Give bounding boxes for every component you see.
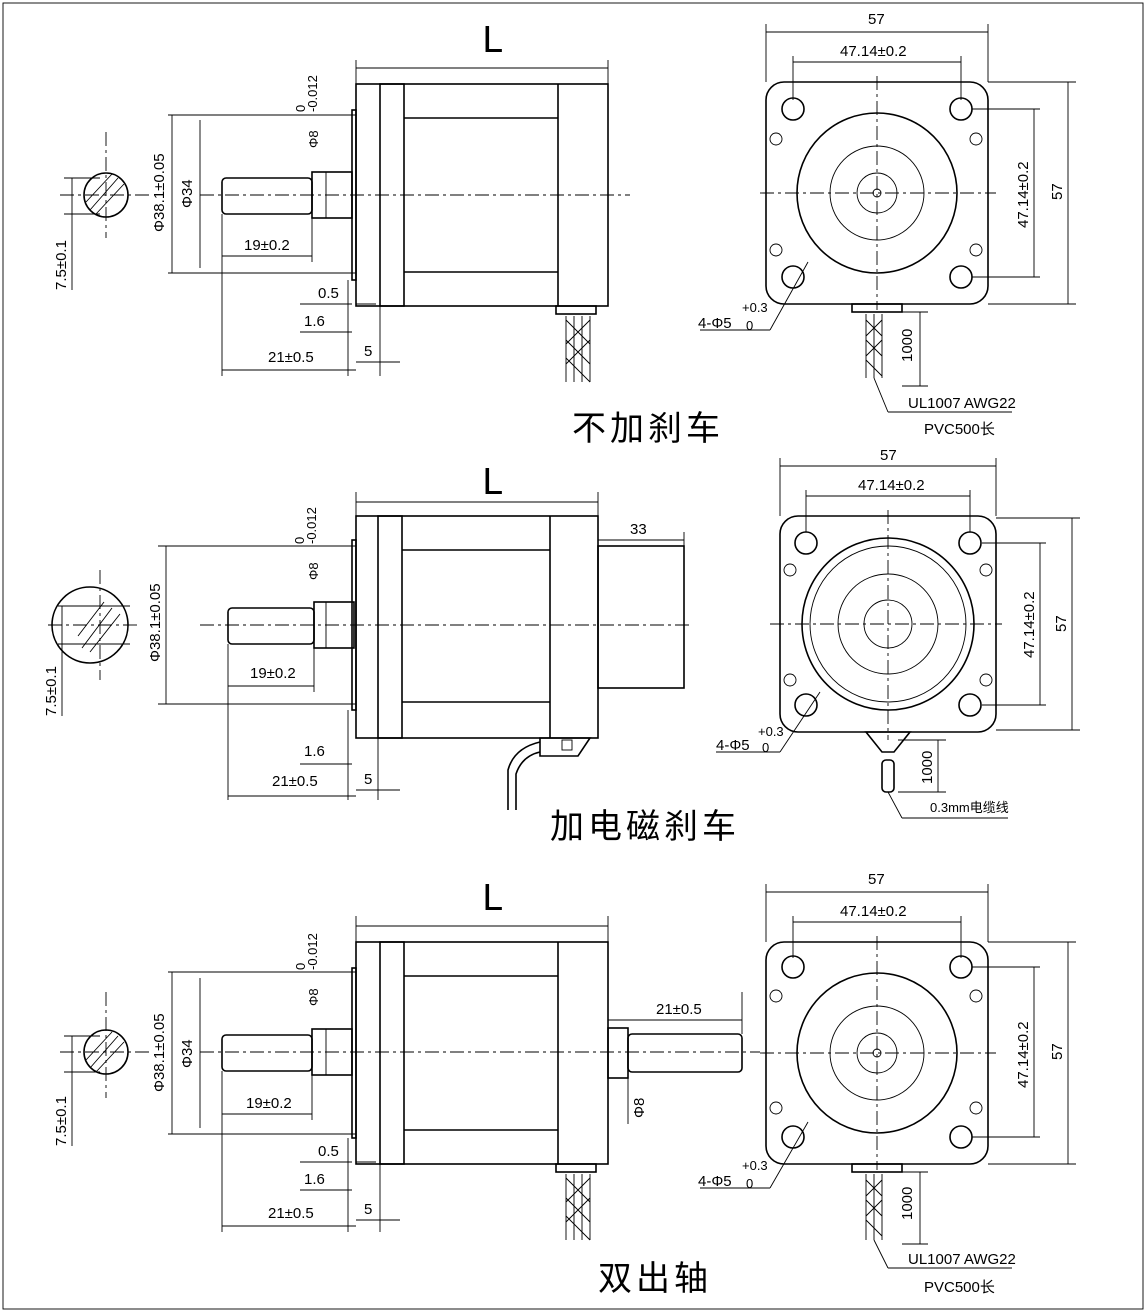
shaft-1 xyxy=(221,177,313,215)
dim-L-1: L xyxy=(482,20,502,61)
wire-len-1: PVC500长 xyxy=(924,421,995,438)
dim-1000-3: 1000 xyxy=(899,1187,916,1220)
wire-spec-1: UL1007 AWG22 xyxy=(908,395,1016,412)
dim-57-top-2: 57 xyxy=(880,447,897,464)
svg-text:-0.012: -0.012 xyxy=(304,507,319,544)
dim-47-side-2: 47.14±0.2 xyxy=(1021,591,1038,658)
dim-57-side-3: 57 xyxy=(1049,1043,1066,1060)
dim-8-rear: Φ8 xyxy=(631,1098,648,1118)
svg-text:+0.3: +0.3 xyxy=(758,724,784,739)
dim-1.6-3: 1.6 xyxy=(304,1171,325,1188)
section-brake: 7.5±0.1 Φ38.1±0.05 Φ8 0 -0.012 L 33 1 xyxy=(43,447,1080,847)
hole-label-2: 4-Φ5 xyxy=(716,737,750,754)
dim-7.5-1: 7.5±0.1 xyxy=(53,240,70,290)
dim-8-2: Φ8 xyxy=(306,562,321,580)
svg-text:0: 0 xyxy=(746,318,753,333)
dim-21-2: 21±0.5 xyxy=(272,773,318,790)
dim-38.1-1: Φ38.1±0.05 xyxy=(151,153,168,232)
dim-5-3: 5 xyxy=(364,1201,372,1218)
rear-shaft xyxy=(627,1033,743,1073)
svg-text:0: 0 xyxy=(292,537,307,544)
title-no-brake: 不加刹车 xyxy=(572,409,724,449)
dim-33: 33 xyxy=(630,521,647,538)
brake-unit xyxy=(597,545,685,689)
shaft-3 xyxy=(221,1034,313,1072)
dim-1.6-1: 1.6 xyxy=(304,313,325,330)
dim-47-top-3: 47.14±0.2 xyxy=(840,903,907,920)
dim-1.6-2: 1.6 xyxy=(304,743,325,760)
cable-label: 0.3mm电缆线 xyxy=(930,800,1009,815)
dim-1000-1: 1000 xyxy=(899,329,916,362)
section-dual-shaft: 7.5±0.1 Φ38.1±0.05 Φ34 Φ8 0 -0.012 L 21±… xyxy=(53,871,1076,1299)
dim-21-3: 21±0.5 xyxy=(268,1205,314,1222)
shaft-2 xyxy=(227,607,315,645)
dim-57-top-1: 57 xyxy=(868,11,885,28)
dim-19-2: 19±0.2 xyxy=(250,665,296,682)
svg-text:-0.012: -0.012 xyxy=(305,75,320,112)
wire-len-3: PVC500长 xyxy=(924,1279,995,1296)
svg-text:0: 0 xyxy=(746,1176,753,1191)
title-dual: 双出轴 xyxy=(598,1259,712,1299)
dim-21-1: 21±0.5 xyxy=(268,349,314,366)
svg-text:+0.3: +0.3 xyxy=(742,300,768,315)
dim-34-1: Φ34 xyxy=(179,179,196,208)
dim-47-side-1: 47.14±0.2 xyxy=(1015,161,1032,228)
dim-8-3: Φ8 xyxy=(306,988,321,1006)
dim-47-top-1: 47.14±0.2 xyxy=(840,43,907,60)
hole-label-1: 4-Φ5 xyxy=(698,315,732,332)
svg-text:0: 0 xyxy=(293,105,308,112)
title-brake: 加电磁刹车 xyxy=(550,807,740,847)
dim-1000-2: 1000 xyxy=(919,751,936,784)
dim-47-top-2: 47.14±0.2 xyxy=(858,477,925,494)
dim-L-3: L xyxy=(482,878,502,919)
dim-0.5-1: 0.5 xyxy=(318,285,339,302)
svg-text:-0.012: -0.012 xyxy=(305,933,320,970)
section-no-brake: 7.5±0.1 Φ38.1±0.05 Φ34 Φ8 0 -0.012 L xyxy=(53,11,1076,449)
svg-text:0: 0 xyxy=(762,740,769,755)
svg-text:+0.3: +0.3 xyxy=(742,1158,768,1173)
dim-7.5-3: 7.5±0.1 xyxy=(53,1096,70,1146)
dim-57-top-3: 57 xyxy=(868,871,885,888)
dim-19-1: 19±0.2 xyxy=(244,237,290,254)
dim-19-3: 19±0.2 xyxy=(246,1095,292,1112)
dim-7.5-2: 7.5±0.1 xyxy=(43,666,60,716)
dim-5-1: 5 xyxy=(364,343,372,360)
wire-spec-3: UL1007 AWG22 xyxy=(908,1251,1016,1268)
dim-5-2: 5 xyxy=(364,771,372,788)
dim-34-3: Φ34 xyxy=(179,1039,196,1068)
dim-38.1-3: Φ38.1±0.05 xyxy=(151,1013,168,1092)
dim-L-2: L xyxy=(482,462,502,503)
dim-8-1: Φ8 xyxy=(306,130,321,148)
svg-text:0: 0 xyxy=(293,963,308,970)
dim-0.5-3: 0.5 xyxy=(318,1143,339,1160)
dim-47-side-3: 47.14±0.2 xyxy=(1015,1021,1032,1088)
hole-label-3: 4-Φ5 xyxy=(698,1173,732,1190)
dim-21-rear: 21±0.5 xyxy=(656,1001,702,1018)
dim-38.1-2: Φ38.1±0.05 xyxy=(147,583,164,662)
dim-57-side-2: 57 xyxy=(1053,615,1070,632)
dim-57-side-1: 57 xyxy=(1049,183,1066,200)
